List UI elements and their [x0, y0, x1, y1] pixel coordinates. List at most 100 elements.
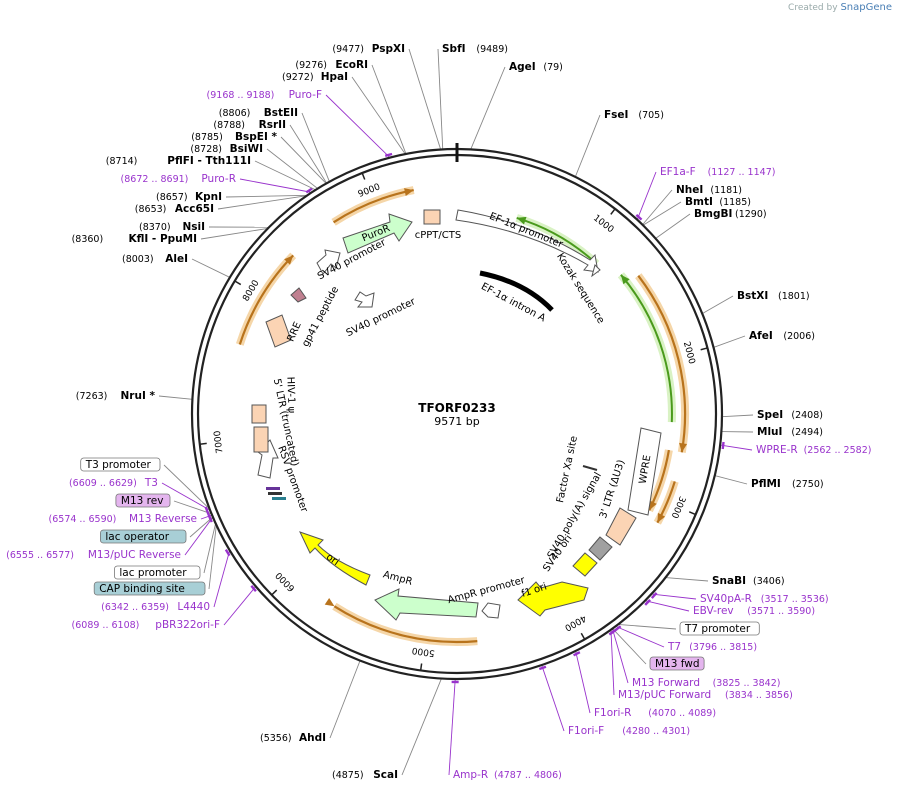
site-kpni-42-name: KpnI	[195, 191, 222, 203]
site-t3-35-primer-mark	[204, 506, 210, 514]
feature-ampr-11	[374, 588, 479, 621]
site-bstxi-8-name: BstXI	[737, 290, 768, 302]
site-mlui-11-pos: (2494)	[791, 427, 823, 438]
site-m13-puc-reverse-31-pos: (6555 .. 6577)	[6, 550, 74, 561]
site-pbr322ori-f-27-leader	[223, 586, 256, 626]
feature-label-ampr-promoter-10: AmpR promoter	[447, 575, 527, 606]
site-m13-puc-forward-21-leader	[610, 630, 615, 696]
tick-1000	[610, 208, 616, 215]
credit-prefix: Created by	[788, 3, 838, 13]
site-pflfi-tth111i-44-name: PflFI - Tth111I	[167, 155, 251, 167]
site-l4440-28-primer-mark	[224, 549, 231, 557]
site-ecori-51-leader	[371, 64, 407, 155]
site-bsteii-48-pos: (8806)	[219, 108, 251, 119]
site-l4440-28-leader	[213, 551, 230, 608]
site-lac-operator-32-name: lac operator	[105, 531, 169, 543]
feature-sv40-ori-8	[572, 552, 598, 577]
site-puro-f-49-primer-mark	[384, 152, 393, 157]
site-t3-35-leader	[161, 482, 209, 510]
site-snabi-14-name: SnaBI	[712, 575, 746, 587]
site-sbfi-1-leader	[437, 48, 444, 150]
site-amp-r-24-name: Amp-R	[453, 769, 488, 781]
site-puro-f-49-leader	[325, 94, 390, 158]
feature-label-ef-1-intron-a-3: EF-1α intron A	[479, 281, 547, 324]
site-t7-18-leader	[616, 626, 665, 648]
feature-label-hiv-1-15: HIV-1 ψ	[284, 376, 296, 413]
site-t7-18-pos: (3796 .. 3815)	[689, 642, 757, 653]
site-m13-reverse-33-pos: (6574 .. 6590)	[49, 514, 117, 525]
site-sv40pa-r-15-pos: (3517 .. 3536)	[761, 594, 829, 605]
feature-gp41-peptide-17	[290, 287, 307, 303]
site-wpre-r-12-name: WPRE-R	[756, 444, 798, 456]
feature-label-gp41-peptide-17: gp41 peptide	[300, 285, 341, 349]
site-alei-38-leader	[191, 258, 231, 278]
feature-ef-1-intron-a-3	[479, 270, 554, 312]
site-m13-forward-20-name: M13 Forward	[632, 677, 700, 689]
feature-sv40-promoter-18	[354, 291, 375, 308]
site-sbfi-1-pos: (9489)	[476, 44, 508, 55]
site-spei-10-name: SpeI	[757, 409, 783, 421]
site-t7-promoter-17-box	[679, 621, 760, 636]
feature-sv40-promoter-20	[316, 249, 341, 275]
snapgene-logo: SnapGene	[840, 2, 892, 13]
green-arc-1	[620, 274, 673, 423]
site-mlui-11-name: MluI	[757, 426, 782, 438]
site-puro-f-49-name: Puro-F	[289, 89, 322, 101]
site-wpre-r-12-pos: (2562 .. 2582)	[804, 445, 872, 456]
site-pflfi-tth111i-44-leader	[254, 160, 316, 191]
site-hpai-50-leader	[351, 76, 406, 155]
plasmid-size: 9571 bp	[434, 415, 479, 428]
tick-4000	[580, 632, 586, 640]
site-ahdi-26-leader	[329, 660, 361, 739]
site-t3-promoter-36-box	[80, 457, 161, 472]
site-agei-2-pos: (79)	[543, 62, 563, 73]
site-m13-puc-forward-21-primer-mark	[608, 629, 616, 636]
orf-arc-5	[238, 254, 294, 345]
site-rsrii-47-leader	[289, 124, 328, 184]
site-rsrii-47-pos: (8788)	[213, 120, 245, 131]
site-t3-promoter-36-leader	[163, 464, 210, 510]
site-afei-9-name: AfeI	[749, 330, 773, 342]
green-head-0	[516, 216, 527, 225]
site-ebv-rev-16-pos: (3571 .. 3590)	[747, 606, 815, 617]
site-ef1a-f-4-pos: (1127 .. 1147)	[708, 167, 776, 178]
site-t7-promoter-17-name: T7 promoter	[684, 623, 751, 635]
site-bsteii-48-leader	[301, 112, 330, 182]
site-t7-promoter-17-leader	[618, 623, 677, 630]
orf-head-2	[649, 500, 657, 511]
site-ahdi-26-pos: (5356)	[260, 733, 292, 744]
site-pbr322ori-f-27-primer-mark	[250, 585, 257, 592]
green-halo-1	[617, 272, 676, 423]
site-pspxi-0-leader	[408, 48, 442, 150]
site-ebv-rev-16-leader	[646, 600, 690, 612]
site-m13-reverse-33-primer-mark	[206, 512, 212, 520]
orf-halo-0	[331, 186, 415, 226]
tick-label-5000: 5000	[411, 645, 435, 658]
site-m13-rev-34-name: M13 rev	[121, 495, 164, 507]
site-bspei-46-pos: (8785)	[191, 132, 223, 143]
site-spei-10-pos: (2408)	[791, 410, 823, 421]
site-l4440-28-name: L4440	[177, 601, 210, 613]
feature-factor-xa-site-5	[582, 465, 598, 471]
site-pflfi-tth111i-44-pos: (8714)	[106, 156, 138, 167]
site-sbfi-1-name: SbfI	[442, 43, 466, 55]
site-bmgbi-7-name: BmgBI	[694, 208, 732, 220]
site-nrui-37-pos: (7263)	[76, 391, 108, 402]
site-nsii-40-name: NsiI	[182, 221, 205, 233]
site-amp-r-24-leader	[448, 679, 456, 776]
site-nhei-5-leader	[642, 189, 673, 226]
feature-label-ampr-11: AmpR	[382, 569, 414, 587]
site-bsteii-48-name: BstEII	[264, 107, 298, 119]
site-alei-38-pos: (8003)	[122, 254, 154, 265]
site-pflmi-13-leader	[714, 475, 748, 485]
site-t3-promoter-36-name: T3 promoter	[85, 459, 152, 471]
site-puro-r-43-name: Puro-R	[201, 173, 236, 185]
site-pbr322ori-f-27-name: pBR322ori-F	[155, 619, 220, 631]
site-f1ori-r-22-primer-mark	[573, 651, 581, 657]
site-cap-binding-site-29-name: CAP binding site	[99, 583, 185, 595]
site-bstxi-8-pos: (1801)	[778, 291, 810, 302]
site-lac-operator-32-box	[100, 529, 187, 544]
site-cap-binding-site-29-leader	[208, 524, 217, 590]
site-rsrii-47-name: RsrII	[259, 119, 286, 131]
site-nhei-5-name: NheI	[676, 184, 703, 196]
